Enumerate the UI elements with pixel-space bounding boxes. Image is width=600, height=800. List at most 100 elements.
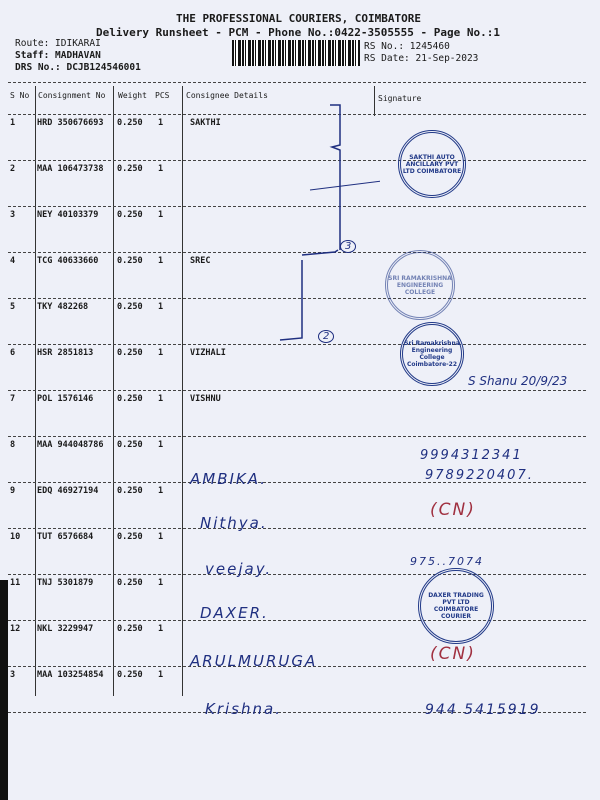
row-divider (8, 252, 586, 253)
row-cn: POL 1576146 (37, 394, 94, 404)
row-divider (8, 114, 586, 115)
rs-date: RS Date: 21-Sep-2023 (364, 53, 479, 64)
route: Route: IDIKARAI (15, 38, 101, 49)
row-pcs: 1 (158, 302, 164, 312)
company-stamp: SAKTHI AUTO ANCILLARY PVT LTD COIMBATORE (398, 130, 466, 198)
row-consignee: VISHNU (190, 394, 221, 404)
row-sno: 12 (10, 624, 21, 634)
scan-edge (0, 580, 8, 800)
row-divider (8, 528, 586, 529)
divider (8, 82, 586, 83)
row-weight: 0.250 (117, 532, 143, 542)
row-cn: TCG 40633660 (37, 256, 99, 266)
row-weight: 0.250 (117, 670, 143, 680)
signature: S Shanu 20/9/23 (468, 374, 568, 388)
row-pcs: 1 (158, 532, 164, 542)
phone: 9789220407. (425, 468, 534, 483)
handwritten-name: DAXER. (200, 604, 269, 622)
row-sno: 9 (10, 486, 16, 496)
row-pcs: 1 (158, 394, 164, 404)
row-divider (8, 436, 586, 437)
row-pcs: 1 (158, 118, 164, 128)
row-divider (8, 298, 586, 299)
row-weight: 0.250 (117, 486, 143, 496)
col-consignee: Consignee Details (186, 91, 268, 100)
row-pcs: 1 (158, 256, 164, 266)
row-sno: 2 (10, 164, 16, 174)
row-consignee: VIZHALI (190, 348, 226, 358)
cn-mark: (CN) (430, 500, 476, 520)
row-weight: 0.250 (117, 118, 143, 128)
row-cn: NEY 40103379 (37, 210, 99, 220)
college-stamp: SRI RAMAKRISHNA ENGINEERING COLLEGE (385, 250, 455, 320)
phone: 944 5415919 (425, 702, 541, 718)
row-sno: 10 (10, 532, 21, 542)
daxer-stamp: DAXER TRADING PVT LTD COIMBATORE COURIER (418, 568, 494, 644)
row-weight: 0.250 (117, 578, 143, 588)
row-divider (8, 574, 586, 575)
handwritten-name: Krishna. (205, 700, 282, 718)
row-pcs: 1 (158, 440, 164, 450)
row-sno: 5 (10, 302, 16, 312)
row-cn: HSR 2851813 (37, 348, 94, 358)
col-consignment: Consignment No (38, 91, 106, 100)
row-sno: 1 (10, 118, 16, 128)
row-cn: TUT 6576684 (37, 532, 94, 542)
row-consignee: SAKTHI (190, 118, 221, 128)
row-pcs: 1 (158, 210, 164, 220)
row-cn: TNJ 5301879 (37, 578, 94, 588)
row-cn: MAA 106473738 (37, 164, 104, 174)
row-sno: 3 (10, 210, 16, 220)
row-divider (8, 712, 586, 713)
row-sno: 7 (10, 394, 16, 404)
col-weight: Weight (118, 91, 147, 100)
row-weight: 0.250 (117, 624, 143, 634)
row-sno: 11 (10, 578, 21, 588)
drs-number: DRS No.: DCJB124546001 (15, 62, 141, 73)
row-sno: 4 (10, 256, 16, 266)
row-weight: 0.250 (117, 394, 143, 404)
college-stamp: Sri Ramakrishna Engineering College Coim… (400, 322, 464, 386)
row-pcs: 1 (158, 164, 164, 174)
row-pcs: 1 (158, 486, 164, 496)
company-title: THE PROFESSIONAL COURIERS, COIMBATORE (176, 12, 422, 25)
phone: 9994312341 (420, 448, 523, 463)
handwritten-name: veejay. (205, 560, 273, 578)
cn-mark: (CN) (430, 644, 476, 664)
rs-number: RS No.: 1245460 (364, 41, 450, 52)
handwritten-name: Nithya. (200, 514, 268, 532)
row-pcs: 1 (158, 348, 164, 358)
row-pcs: 1 (158, 578, 164, 588)
row-cn: MAA 944048786 (37, 440, 104, 450)
staff: Staff: MADHAVAN (15, 50, 101, 61)
runsheet-subtitle: Delivery Runsheet - PCM - Phone No.:0422… (96, 26, 500, 39)
bracket-marks (279, 104, 380, 341)
handwritten-name: AMBIKA. (190, 470, 268, 488)
row-pcs: 1 (158, 670, 164, 680)
row-weight: 0.250 (117, 302, 143, 312)
row-consignee: SREC (190, 256, 211, 266)
row-divider (8, 620, 586, 621)
row-cn: NKL 3229947 (37, 624, 94, 634)
row-divider (8, 482, 586, 483)
row-divider (8, 390, 586, 391)
row-divider (8, 344, 586, 345)
row-divider (8, 160, 586, 161)
col-pcs: PCS (155, 91, 170, 100)
row-weight: 0.250 (117, 164, 143, 174)
row-pcs: 1 (158, 624, 164, 634)
row-cn: MAA 103254854 (37, 670, 104, 680)
barcode (232, 40, 360, 66)
row-cn: HRD 350676693 (37, 118, 104, 128)
col-signature: Signature (378, 94, 422, 103)
row-weight: 0.250 (117, 256, 143, 266)
row-divider (8, 206, 586, 207)
mark-2: 2 (318, 330, 335, 343)
row-sno: 6 (10, 348, 16, 358)
row-cn: TKY 482268 (37, 302, 89, 312)
row-sno: 3 (10, 670, 16, 680)
row-weight: 0.250 (117, 210, 143, 220)
row-weight: 0.250 (117, 440, 143, 450)
row-cn: EDQ 46927194 (37, 486, 99, 496)
handwritten-name: ARULMURUGA (190, 652, 318, 670)
